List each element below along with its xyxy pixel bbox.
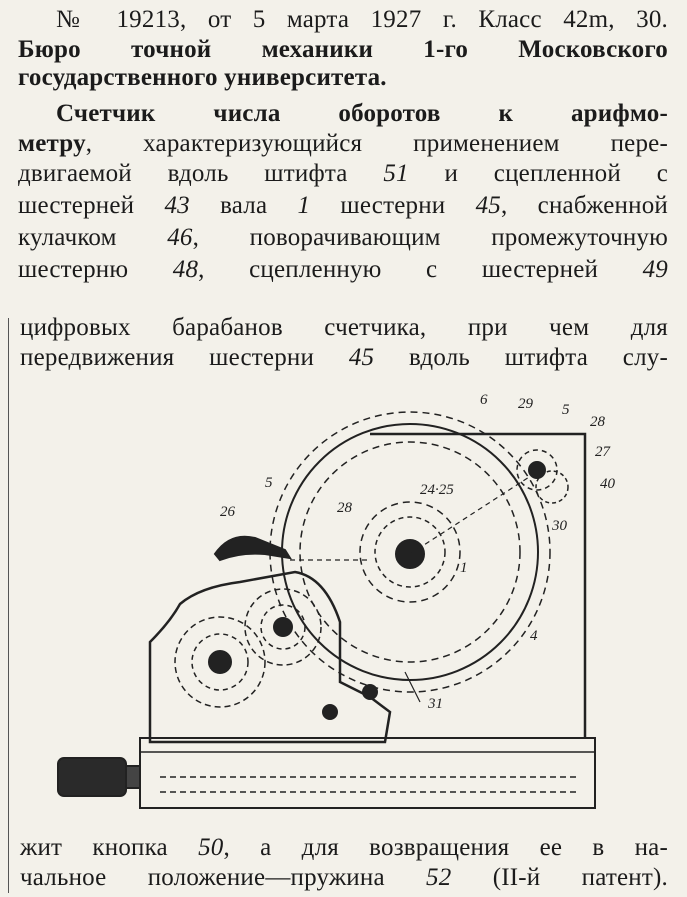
push-button-50 bbox=[57, 757, 127, 797]
label-31: 31 bbox=[427, 696, 443, 712]
claim-line-4: шестерней 43 вала 1 шестерни 45, снабжен… bbox=[18, 192, 668, 220]
label-29: 29 bbox=[518, 396, 534, 412]
claim-line-5: кулачком 46, поворачивающим промежуточну… bbox=[18, 224, 668, 252]
claim-text: вала bbox=[189, 192, 298, 219]
label-27: 27 bbox=[595, 444, 612, 460]
label-1: 1 bbox=[460, 560, 468, 576]
ref-number: 51 bbox=[383, 160, 409, 187]
ref-number: 52 bbox=[426, 864, 452, 891]
ref-number: 46 bbox=[167, 224, 193, 251]
claim-text: чальное положение—пружина bbox=[20, 864, 427, 891]
claim-text: , характеризующийся применением пере- bbox=[85, 130, 668, 157]
label-5a: 5 bbox=[562, 402, 570, 418]
label-6: 6 bbox=[480, 392, 488, 408]
claim-text: передвижения шестерни bbox=[20, 344, 349, 371]
label-24-25: 24·25 bbox=[420, 482, 454, 498]
ref-number: 50 bbox=[198, 834, 224, 861]
claim-line-2: метру, характеризующийся применением пер… bbox=[18, 130, 668, 158]
gear-axle-right bbox=[273, 617, 293, 637]
label-40: 40 bbox=[600, 476, 616, 492]
figure-frame-border bbox=[8, 318, 9, 893]
claim-text: , а для возвращения ее в на- bbox=[223, 834, 669, 861]
claim-title-part-2: метру bbox=[18, 130, 86, 157]
ref-number: 48 bbox=[172, 256, 199, 283]
counter-mechanism-drawing: 6 29 5 28 27 40 5 24·25 26 28 30 1 4 31 bbox=[57, 392, 616, 809]
ref-number: 43 bbox=[164, 192, 190, 219]
label-30: 30 bbox=[551, 518, 568, 534]
claim-text: шестерню bbox=[18, 256, 173, 283]
label-28b: 28 bbox=[337, 500, 353, 516]
patent-number-date: № 19213, от 5 марта 1927 г. Класс 42m, 3… bbox=[56, 6, 668, 33]
claim-line-6: шестерню 48, сцепленную с шестерней 49 bbox=[18, 256, 668, 284]
claim-text: , поворачивающим промежуточную bbox=[192, 224, 668, 251]
patent-header-line: № 19213, от 5 марта 1927 г. Класс 42m, 3… bbox=[18, 6, 668, 34]
claim-text: , сцепленную с шестерней bbox=[198, 256, 643, 283]
gear-axle-left bbox=[208, 650, 232, 674]
assignee-line-1: Бюро точной механики 1-го Московского bbox=[18, 36, 668, 63]
claim-line-7: цифровых барабанов счетчика, при чем для bbox=[20, 314, 668, 341]
claim-text: кулачком bbox=[18, 224, 168, 251]
assignee-line-2: государственного университета. bbox=[18, 64, 387, 91]
claim-line-1: Счетчик числа оборотов к арифмо- bbox=[18, 100, 668, 128]
housing-outline bbox=[370, 432, 587, 738]
claim-line-8: передвижения шестерни 45 вдоль штифта сл… bbox=[20, 344, 668, 372]
base-rail bbox=[139, 737, 596, 809]
claim-line-10: чальное положение—пружина 52 (II-й патен… bbox=[20, 864, 668, 892]
label-4: 4 bbox=[530, 628, 538, 644]
left-frame-plate bbox=[148, 570, 392, 744]
claim-text: и сцепленной с bbox=[408, 160, 668, 187]
ref-number: 49 bbox=[642, 256, 668, 283]
claim-text: жит кнопка bbox=[20, 834, 199, 861]
claim-line-9: жит кнопка 50, а для возвращения ее в на… bbox=[20, 834, 668, 862]
claim-text: , снабженной bbox=[500, 192, 668, 219]
claim-line-3: двигаемой вдоль штифта 51 и сцепленной с bbox=[18, 160, 668, 188]
claim-text: шестерни bbox=[310, 192, 476, 219]
ref-number: 1 bbox=[297, 192, 311, 219]
lever-26 bbox=[213, 535, 293, 562]
ref-number: 45 bbox=[475, 192, 501, 219]
claim-text: (II-й патент). bbox=[451, 864, 668, 891]
claim-text: вдоль штифта слу- bbox=[374, 344, 669, 371]
label-28: 28 bbox=[590, 414, 606, 430]
label-5b: 5 bbox=[265, 475, 273, 491]
claim-title-part-1: Счетчик числа оборотов к арифмо- bbox=[56, 100, 668, 127]
claim-text: двигаемой вдоль штифта bbox=[18, 160, 384, 187]
label-26: 26 bbox=[220, 504, 236, 520]
claim-text: шестерней bbox=[18, 192, 165, 219]
ref-number: 45 bbox=[348, 344, 375, 371]
